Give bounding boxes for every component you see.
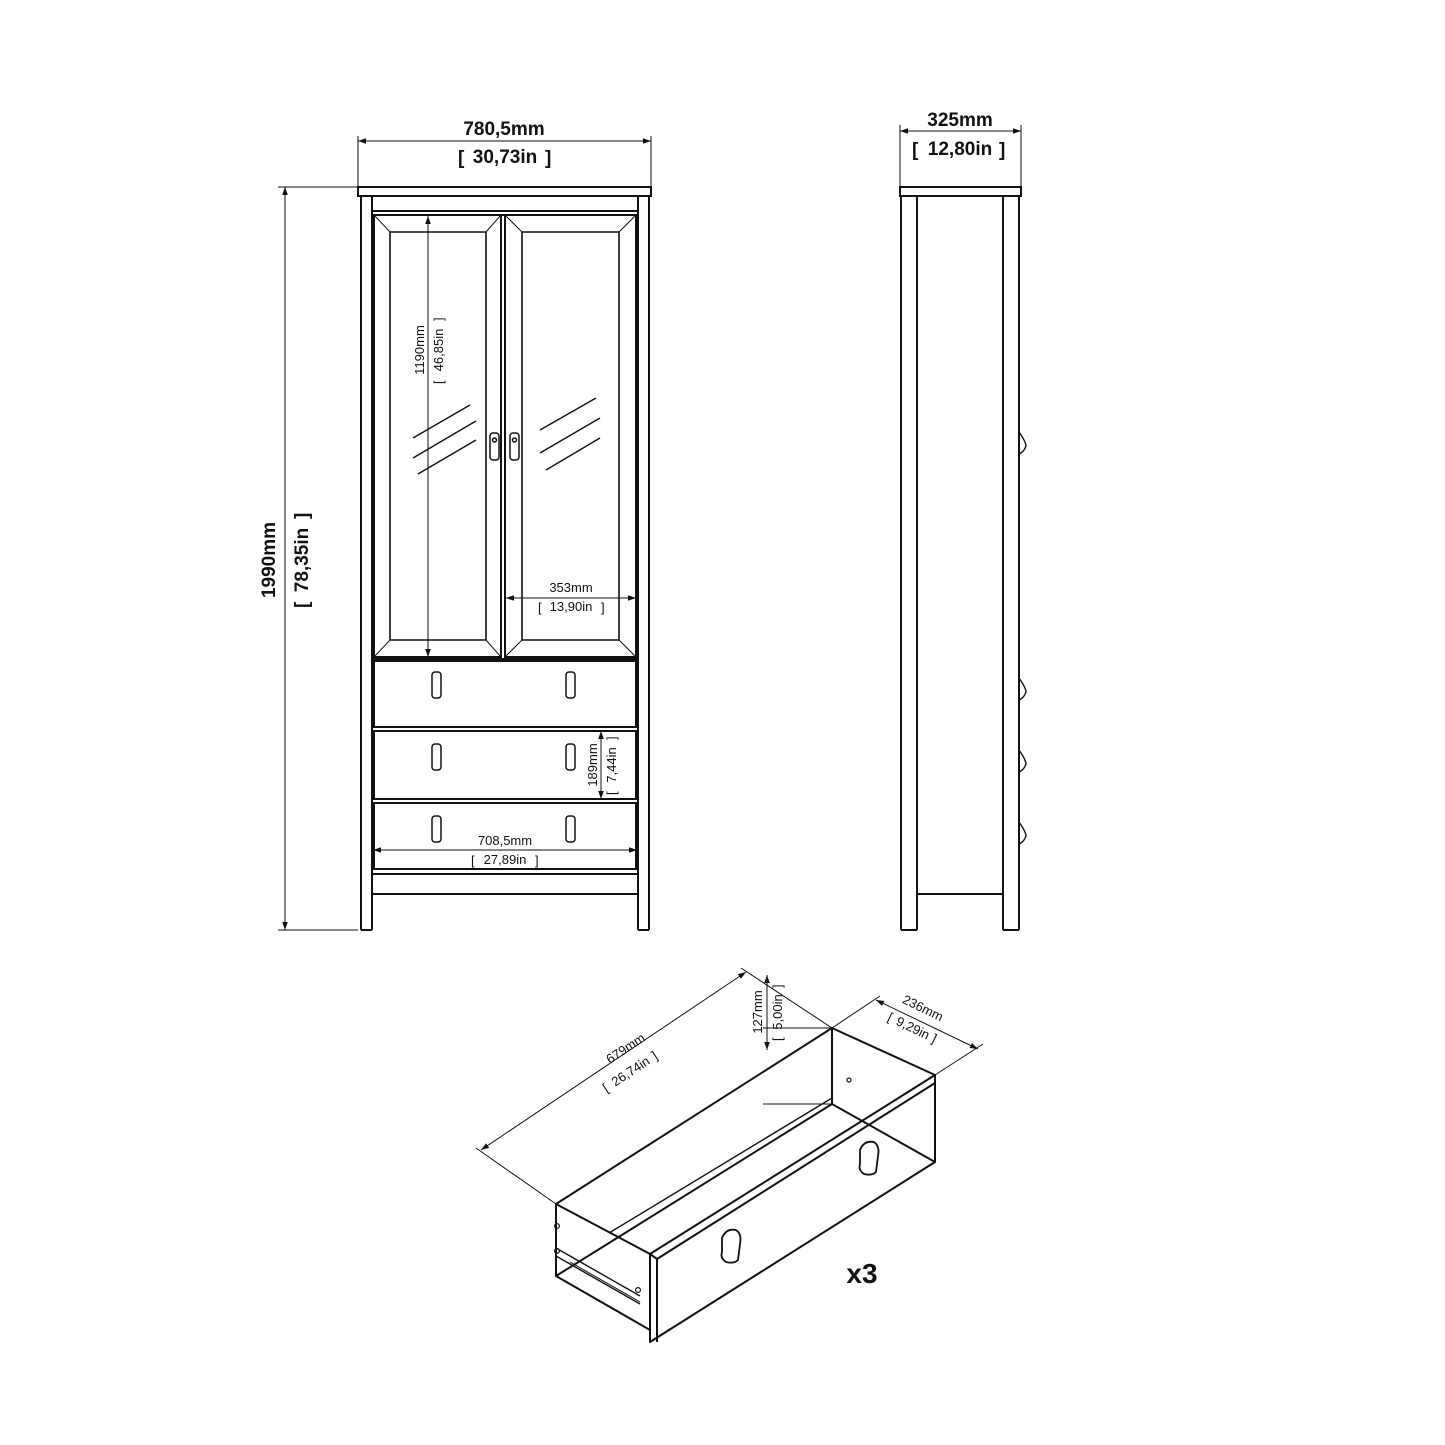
cabinet-top	[358, 187, 651, 196]
bracket-open: [	[885, 1009, 895, 1024]
front-dimension-labels: 780,5mm [ 30,73in ] 1990mm [ 78,35in ] 1…	[259, 119, 619, 868]
total-height-in: 78,35in	[292, 528, 313, 592]
drawer-dimension-labels: 679mm [ 26,74in ] 127mm [ 5,00in ] 236mm…	[600, 984, 946, 1289]
bracket-open: [	[538, 600, 542, 615]
bracket-close: ]	[929, 1031, 939, 1046]
drawer-quantity: x3	[846, 1258, 877, 1289]
drawer-handle-icon	[432, 672, 441, 698]
drawer-handle-icon	[566, 672, 575, 698]
bracket-open: [	[431, 380, 446, 384]
bracket-open: [	[604, 791, 619, 795]
bracket-close: ]	[649, 1048, 660, 1063]
side-view	[900, 187, 1026, 930]
bracket-close: ]	[535, 853, 539, 868]
bracket-close: ]	[545, 148, 551, 169]
door-width-mm: 353mm	[549, 580, 592, 595]
bracket-close: ]	[431, 317, 446, 321]
side-top	[900, 187, 1021, 196]
glass-reflection-icon	[413, 405, 476, 474]
bracket-open: [	[458, 148, 465, 169]
side-handle-icon	[1019, 432, 1026, 844]
bracket-open: [	[912, 140, 919, 161]
door-handle-icon	[490, 433, 499, 460]
front-view	[358, 187, 651, 930]
side-dimension-lines	[900, 125, 1021, 186]
bracket-open: [	[292, 601, 313, 608]
drawer-dimension-lines	[476, 968, 983, 1204]
drawer-back-panel	[556, 1028, 832, 1276]
front-width-mm: 780,5mm	[463, 119, 544, 140]
bracket-open: [	[600, 1080, 612, 1095]
glass-height-mm: 1190mm	[412, 325, 427, 375]
side-depth-in: 12,80in	[928, 139, 992, 160]
drawer-front-1	[374, 661, 636, 727]
right-glass-door	[505, 215, 636, 657]
front-width-in: 30,73in	[473, 147, 537, 168]
left-glass-door	[374, 215, 501, 657]
drawer-height-in: 7,44in	[604, 747, 619, 782]
door-handle-icon	[510, 433, 519, 460]
drawer-height-mm: 189mm	[585, 743, 600, 786]
side-dimension-labels: 325mm [ 12,80in ]	[912, 110, 1005, 161]
side-depth-mm: 325mm	[927, 110, 993, 131]
bracket-open: [	[471, 853, 475, 868]
drawer-handle-icon	[722, 1142, 879, 1263]
bracket-open: [	[770, 1037, 785, 1041]
front-dimension-lines	[278, 136, 651, 930]
drawer-height-mm-label: 127mm	[750, 990, 765, 1033]
drawer-handle-icon	[432, 816, 441, 842]
total-height-mm: 1990mm	[259, 522, 280, 598]
glass-reflection-icon	[540, 398, 600, 470]
inner-width-in: 27,89in	[484, 852, 527, 867]
door-width-in: 13,90in	[550, 599, 593, 614]
drawer-front-2	[374, 731, 636, 799]
bracket-close: ]	[770, 984, 785, 988]
drawer-handle-icon	[566, 816, 575, 842]
inner-width-mm: 708,5mm	[478, 833, 532, 848]
glass-height-in: 46,85in	[431, 329, 446, 372]
bracket-close: ]	[292, 513, 313, 519]
drawer-front-panel	[650, 1075, 935, 1342]
bracket-close: ]	[999, 140, 1005, 161]
drawer-handle-icon	[432, 744, 441, 770]
drawer-handle-icon	[566, 744, 575, 770]
bracket-close: ]	[601, 600, 605, 615]
bracket-close: ]	[604, 736, 619, 740]
drawer-front-3	[374, 803, 636, 869]
drawer-height-in-label: 5,00in	[770, 994, 785, 1029]
